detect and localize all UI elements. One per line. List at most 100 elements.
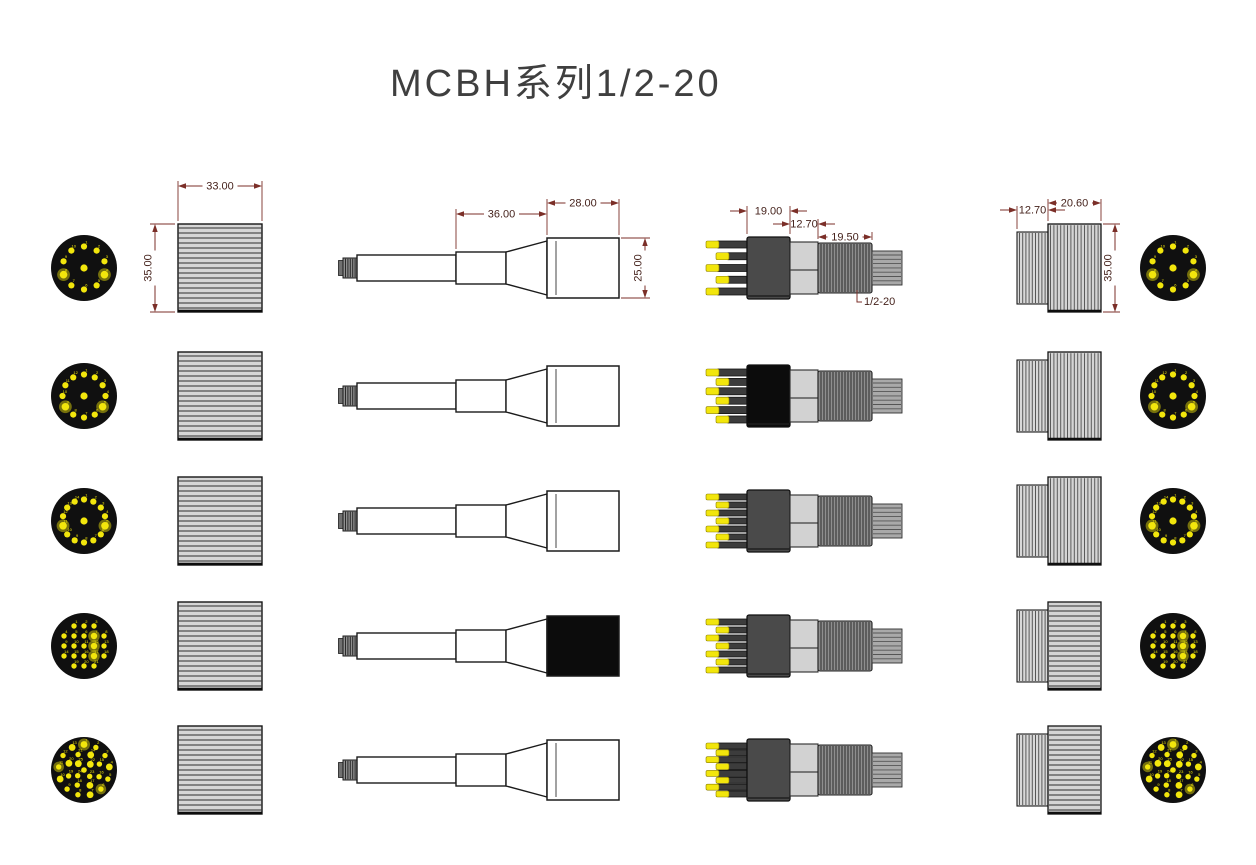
plug-side-view: [338, 237, 620, 299]
svg-text:21: 21: [78, 747, 83, 752]
svg-text:5: 5: [1195, 519, 1198, 524]
svg-text:12: 12: [1162, 370, 1167, 375]
svg-text:19.50: 19.50: [831, 232, 859, 244]
svg-text:15: 15: [74, 649, 79, 654]
svg-text:12: 12: [94, 639, 99, 644]
svg-text:7: 7: [1174, 410, 1177, 415]
svg-text:1: 1: [85, 239, 88, 244]
svg-text:19: 19: [74, 659, 79, 664]
svg-text:7: 7: [95, 629, 98, 634]
svg-text:33.00: 33.00: [206, 181, 234, 193]
svg-text:19: 19: [1158, 769, 1163, 774]
svg-text:8: 8: [1164, 407, 1167, 412]
svg-text:9: 9: [67, 400, 70, 405]
svg-text:12: 12: [1152, 509, 1157, 514]
svg-text:7: 7: [1184, 629, 1187, 634]
svg-text:16: 16: [84, 649, 89, 654]
svg-text:2: 2: [96, 370, 99, 375]
svg-text:11: 11: [1148, 760, 1153, 765]
svg-text:35.00: 35.00: [142, 254, 154, 282]
svg-text:20: 20: [1158, 756, 1163, 761]
svg-text:8: 8: [79, 788, 82, 793]
svg-text:4: 4: [65, 629, 68, 634]
bulkhead-side-view: [705, 236, 903, 300]
connector-row-1: 123456789101234567891033.0035.0036.0028.…: [51, 181, 1206, 313]
svg-text:15: 15: [1189, 757, 1194, 762]
svg-text:2: 2: [97, 740, 100, 745]
bulkhead-sleeve: [1016, 476, 1102, 566]
svg-text:9: 9: [1165, 533, 1168, 538]
svg-text:20: 20: [69, 756, 74, 761]
svg-text:16: 16: [1173, 649, 1178, 654]
svg-text:22: 22: [90, 757, 95, 762]
svg-text:12: 12: [1183, 639, 1188, 644]
svg-text:15: 15: [100, 757, 105, 762]
bulkhead-side-view: [705, 489, 903, 553]
plug-side-view: [338, 365, 620, 427]
svg-text:6: 6: [1191, 527, 1194, 532]
svg-text:16: 16: [99, 770, 104, 775]
bulkhead-side-view: [705, 364, 903, 428]
svg-text:20: 20: [84, 659, 89, 664]
svg-text:10: 10: [1156, 527, 1161, 532]
svg-text:12.70: 12.70: [790, 219, 818, 231]
svg-text:9: 9: [65, 254, 68, 259]
svg-text:9: 9: [1154, 639, 1157, 644]
svg-text:8: 8: [1194, 629, 1197, 634]
svg-text:4: 4: [106, 267, 109, 272]
svg-text:10: 10: [72, 243, 77, 248]
svg-text:11: 11: [1155, 378, 1160, 383]
svg-text:5: 5: [1164, 629, 1167, 634]
svg-text:1: 1: [85, 367, 88, 372]
svg-text:6: 6: [85, 629, 88, 634]
svg-text:8: 8: [1174, 535, 1177, 540]
svg-text:4: 4: [106, 509, 109, 514]
connector-row-5: 1234567891011121314151617181920212223242…: [51, 725, 1206, 815]
svg-text:8: 8: [75, 407, 78, 412]
svg-text:3: 3: [1193, 378, 1196, 383]
svg-text:8: 8: [1168, 788, 1171, 793]
svg-text:8: 8: [1154, 267, 1157, 272]
svg-text:3: 3: [95, 619, 98, 624]
svg-text:18: 18: [104, 649, 109, 654]
svg-text:7: 7: [73, 278, 76, 283]
svg-text:20.60: 20.60: [1061, 198, 1089, 210]
svg-text:6: 6: [96, 407, 99, 412]
svg-text:1/2-20: 1/2-20: [864, 296, 895, 308]
bulkhead-sleeve: [1016, 725, 1102, 815]
svg-text:14: 14: [75, 494, 80, 499]
svg-text:4: 4: [1196, 389, 1199, 394]
svg-text:17: 17: [94, 649, 99, 654]
cable-boot-block: [177, 223, 263, 313]
svg-text:3: 3: [106, 254, 109, 259]
svg-text:36.00: 36.00: [488, 209, 516, 221]
svg-text:14: 14: [91, 748, 96, 753]
svg-text:1: 1: [1174, 367, 1177, 372]
svg-text:5: 5: [98, 278, 101, 283]
svg-text:14: 14: [1164, 494, 1169, 499]
svg-text:4: 4: [1195, 509, 1198, 514]
svg-text:1: 1: [1164, 619, 1167, 624]
bulkhead-sleeve: [1016, 601, 1102, 691]
svg-text:18: 18: [1193, 649, 1198, 654]
svg-text:3: 3: [104, 378, 107, 383]
svg-text:24: 24: [1167, 768, 1172, 773]
svg-text:14: 14: [64, 649, 69, 654]
svg-text:16: 16: [1188, 770, 1193, 775]
bulkhead-sleeve: [1016, 223, 1102, 313]
svg-text:17: 17: [90, 778, 95, 783]
svg-text:6: 6: [102, 782, 105, 787]
svg-text:19.00: 19.00: [755, 206, 783, 218]
svg-text:25: 25: [78, 756, 83, 761]
svg-text:13: 13: [104, 639, 109, 644]
svg-text:13: 13: [1193, 639, 1198, 644]
cable-boot-block: [177, 725, 263, 815]
svg-text:5: 5: [106, 519, 109, 524]
